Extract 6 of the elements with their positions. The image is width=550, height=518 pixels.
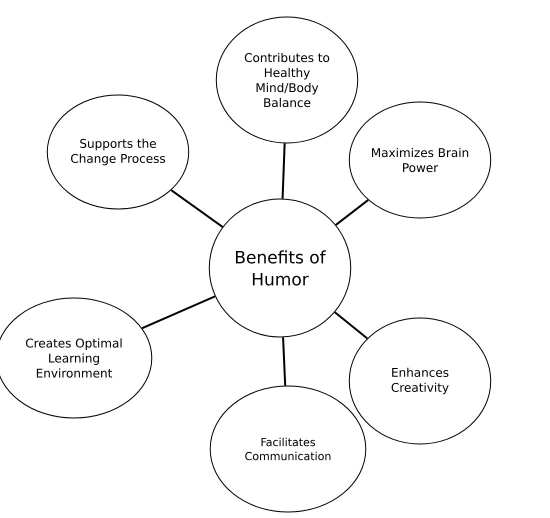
connector-line: [335, 199, 369, 226]
connector-line: [282, 337, 286, 386]
connector-line: [334, 312, 368, 340]
connector-line: [142, 295, 216, 330]
connector-line: [282, 143, 286, 199]
connector-line: [170, 189, 224, 228]
